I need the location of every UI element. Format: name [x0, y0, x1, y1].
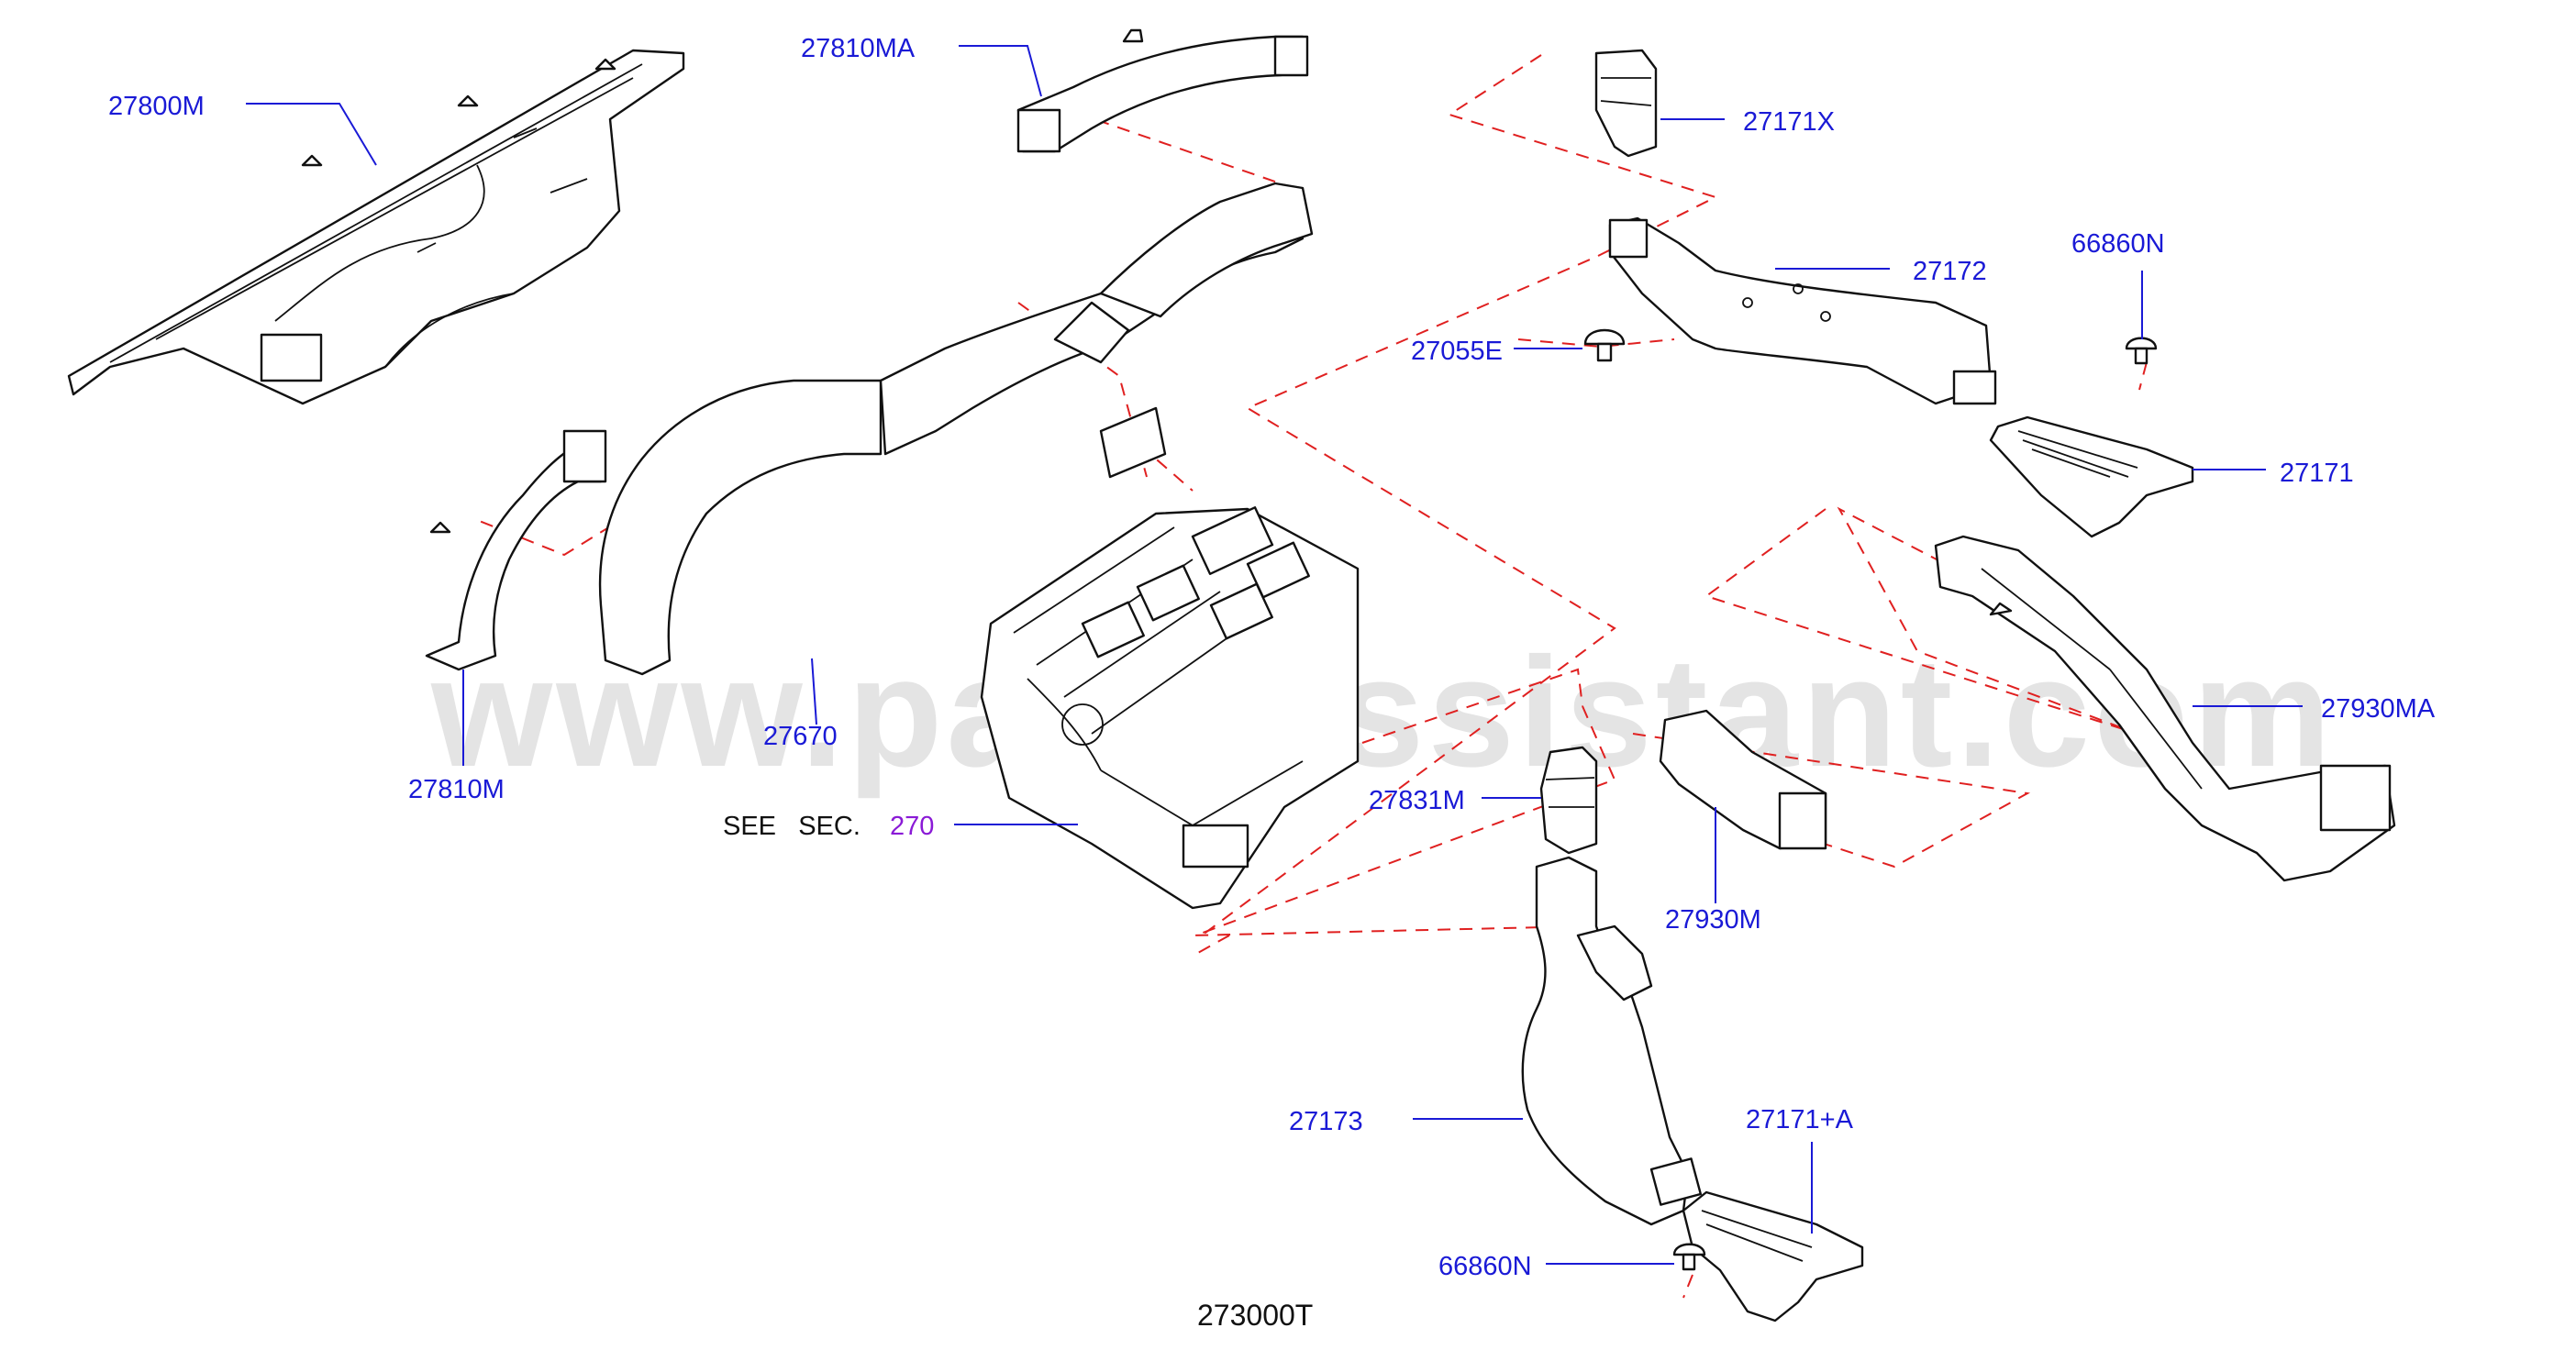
label-27171[interactable]: 27171 [2280, 459, 2354, 488]
part-27172-drawing [1608, 216, 1997, 405]
part-27171X-drawing [1594, 49, 1658, 158]
part-27810MA-drawing [1016, 28, 1309, 153]
part-27800M-drawing [67, 49, 685, 405]
part-27670-drawing [598, 182, 1314, 676]
label-27055E[interactable]: 27055E [1411, 337, 1503, 366]
part-27831M-drawing [1539, 746, 1598, 855]
watermark: www.partsassistant.com [430, 625, 2335, 800]
see-section-link[interactable]: 270 [890, 812, 934, 841]
diagram-code: 273000T [1197, 1299, 1313, 1332]
label-27930M[interactable]: 27930M [1665, 905, 1761, 935]
see-section-note: SEE SEC. 270 [723, 812, 934, 841]
label-27831M[interactable]: 27831M [1369, 786, 1465, 815]
label-27810M[interactable]: 27810M [408, 775, 505, 804]
part-27173-drawing [1521, 856, 1703, 1226]
label-27171X[interactable]: 27171X [1743, 107, 1835, 137]
label-27173[interactable]: 27173 [1289, 1107, 1363, 1136]
part-27171-drawing [1989, 415, 2194, 538]
part-27930M-drawing [1659, 709, 1827, 850]
label-27800M[interactable]: 27800M [108, 92, 205, 121]
part-27810M-drawing [425, 429, 607, 671]
part-27171A-drawing [1682, 1190, 1864, 1322]
part-66860N-top-drawing [2125, 337, 2158, 365]
heater-unit-drawing [980, 506, 1360, 910]
label-27171A[interactable]: 27171+A [1746, 1105, 1854, 1134]
part-labels: 27800M 27810MA 27171X 27172 66860N 27055… [108, 34, 2436, 1281]
label-27172[interactable]: 27172 [1913, 257, 1987, 286]
label-66860N-top[interactable]: 66860N [2071, 229, 2165, 259]
label-27670[interactable]: 27670 [763, 722, 838, 751]
label-27930MA[interactable]: 27930MA [2321, 694, 2436, 724]
part-27930MA-drawing [1934, 535, 2396, 882]
label-66860N-bottom[interactable]: 66860N [1438, 1252, 1532, 1281]
leader-lines [246, 45, 2303, 1265]
part-27055E-drawing [1583, 328, 1626, 362]
label-27810MA[interactable]: 27810MA [801, 34, 916, 63]
see-section-prefix: SEE SEC. [723, 812, 861, 841]
part-66860N-bottom-drawing [1672, 1243, 1706, 1271]
